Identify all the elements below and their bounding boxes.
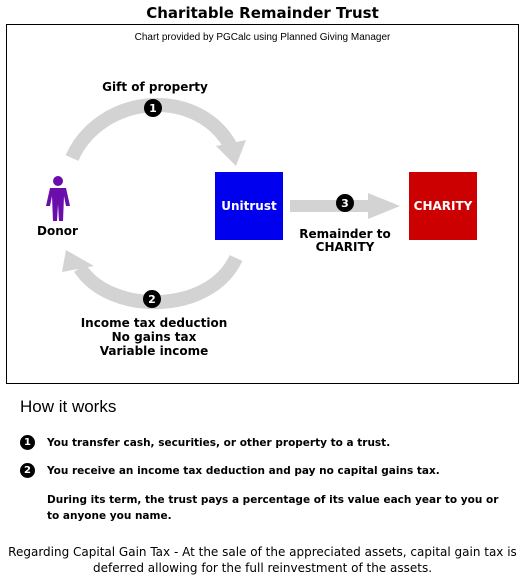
how-step-1-text: You transfer cash, securities, or other … bbox=[47, 437, 391, 449]
income-line-1: Income tax deduction bbox=[80, 316, 228, 330]
remainder-label: Remainder to CHARITY bbox=[290, 228, 400, 254]
gift-arrow-head bbox=[216, 140, 246, 166]
remainder-arrow-shaft bbox=[290, 200, 370, 212]
step-1-icon: 1 bbox=[20, 435, 35, 450]
how-step-2: 2 You receive an income tax deduction an… bbox=[20, 463, 440, 478]
how-it-works-heading: How it works bbox=[20, 397, 117, 416]
trust-term-paragraph: During its term, the trust pays a percen… bbox=[47, 494, 499, 522]
how-step-1: 1 You transfer cash, securities, or othe… bbox=[20, 435, 391, 450]
step-2-icon: 2 bbox=[20, 463, 35, 478]
capital-gain-footnote: Regarding Capital Gain Tax - At the sale… bbox=[8, 545, 517, 575]
trust-flow-diagram: 1 2 3 bbox=[46, 98, 400, 310]
donor-person-icon bbox=[46, 176, 70, 221]
provided-by-caption: Chart provided by PGCalc using Planned G… bbox=[134, 32, 391, 43]
remainder-line-1: Remainder to bbox=[299, 227, 391, 241]
gift-of-property-label: Gift of property bbox=[102, 80, 208, 94]
step-3-marker bbox=[336, 194, 354, 212]
diagram-frame bbox=[6, 24, 519, 384]
unitrust-label: Unitrust bbox=[221, 199, 277, 213]
step-2-marker bbox=[143, 290, 161, 308]
step-2-marker-label: 2 bbox=[148, 293, 156, 306]
income-line-2: No gains tax bbox=[111, 330, 197, 344]
unitrust-box: Unitrust bbox=[215, 172, 283, 240]
income-benefits-label: Income tax deduction No gains tax Variab… bbox=[70, 316, 238, 358]
charity-box: CHARITY bbox=[409, 172, 477, 240]
donor-label: Donor bbox=[37, 224, 78, 238]
charity-label: CHARITY bbox=[413, 199, 473, 213]
page-title: Charitable Remainder Trust bbox=[146, 4, 379, 22]
income-arrow-head bbox=[62, 250, 94, 272]
how-step-2-text: You receive an income tax deduction and … bbox=[47, 465, 440, 477]
step-1-marker bbox=[144, 99, 162, 117]
step-3-marker-label: 3 bbox=[341, 197, 349, 210]
income-line-3: Variable income bbox=[99, 344, 209, 358]
remainder-arrow-head bbox=[368, 193, 400, 219]
remainder-line-2: CHARITY bbox=[315, 240, 375, 254]
step-1-marker-label: 1 bbox=[149, 102, 157, 115]
